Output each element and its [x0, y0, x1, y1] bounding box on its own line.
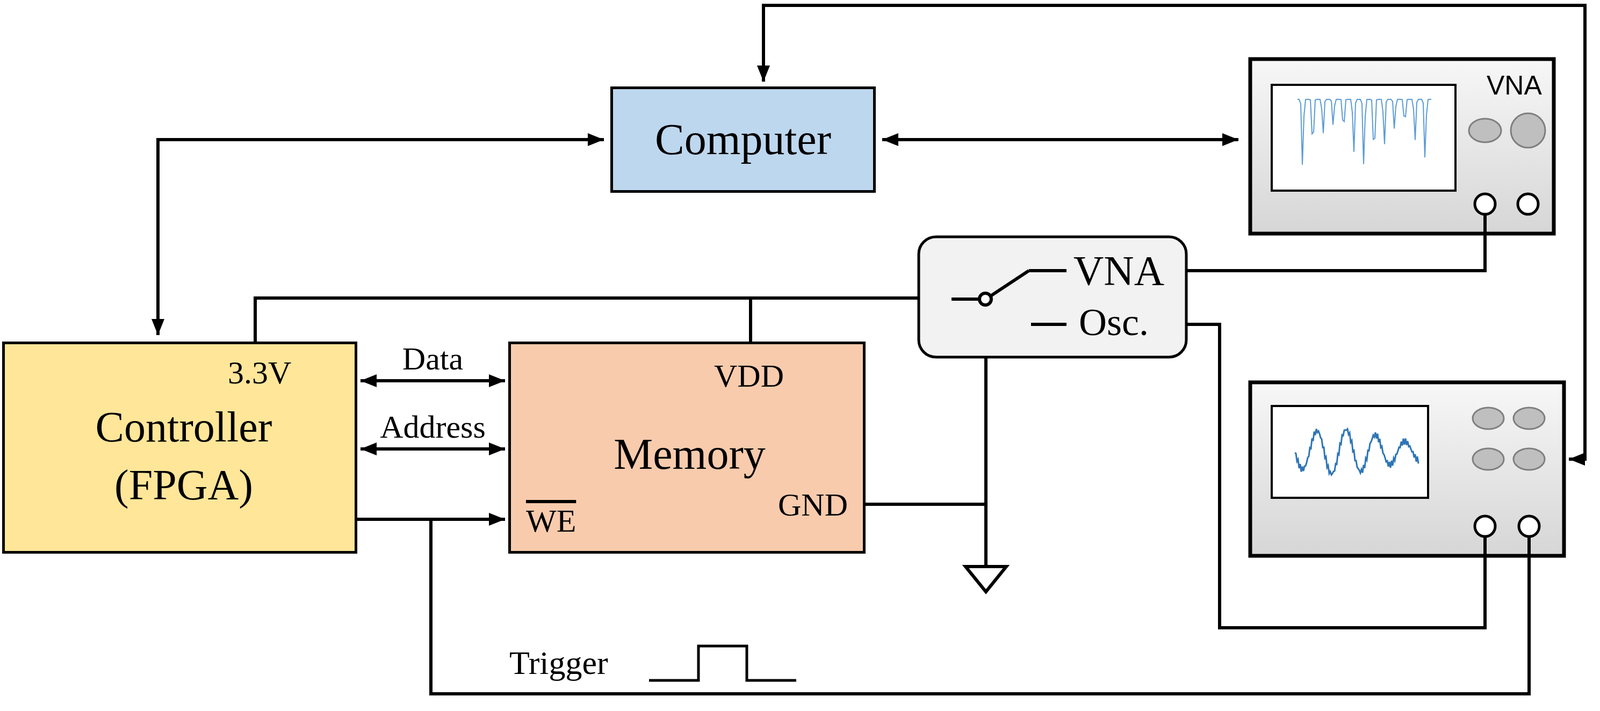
node-text: GND	[777, 487, 848, 523]
connector	[357, 517, 506, 522]
connector	[360, 447, 506, 451]
vna-instrument	[1250, 59, 1554, 234]
connector	[750, 298, 919, 342]
memory-box: VDD MemoryGND WE	[508, 341, 866, 554]
switch-symbol	[951, 270, 1067, 325]
connector	[255, 298, 919, 342]
node-text: Memory	[580, 430, 799, 479]
connector	[882, 138, 1239, 142]
switch-body	[918, 236, 1187, 358]
wires	[430, 5, 1585, 695]
connector	[1186, 214, 1486, 271]
node-text: VNA	[1073, 247, 1165, 294]
node-text: VNA	[1486, 70, 1525, 101]
vna-instrument: VNA	[1250, 59, 1554, 234]
edge-label: Data	[400, 341, 466, 377]
connector	[360, 379, 506, 383]
switch-box: VNA Osc.	[918, 236, 1187, 358]
node-text: WE	[525, 503, 576, 539]
signal-label: Trigger	[509, 644, 609, 682]
connector	[865, 357, 986, 505]
node-text: Computer	[654, 115, 832, 164]
connector	[157, 139, 604, 336]
node-text: Controller (FPGA)	[65, 398, 302, 515]
node-text: 3.3V	[227, 355, 292, 391]
edge-label: Address	[377, 409, 488, 445]
node-text: VDD	[714, 358, 784, 394]
computer-box: Computer	[610, 86, 876, 193]
node-text: Osc.	[1078, 301, 1149, 344]
oscilloscope	[1250, 382, 1565, 557]
controller-box: 3.3V Controller (FPGA)	[2, 341, 358, 554]
